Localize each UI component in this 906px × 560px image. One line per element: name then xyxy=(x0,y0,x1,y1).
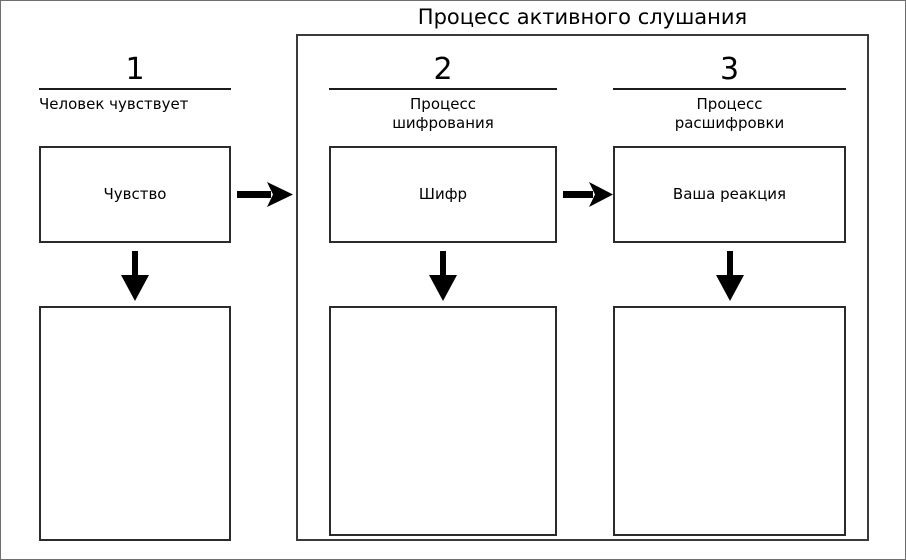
column-rule-3 xyxy=(613,88,846,90)
box-your-reaction[interactable]: Ваша реакция xyxy=(613,146,846,243)
page-title: Процесс активного слушания xyxy=(417,5,748,29)
arrow-down-icon-3 xyxy=(714,251,746,301)
arrow-right-icon-2 xyxy=(563,181,615,209)
box-answer-3[interactable] xyxy=(613,306,846,536)
box-answer-1[interactable] xyxy=(39,306,231,541)
column-header-3: 3 Процесс расшифровки xyxy=(613,53,846,133)
box-feeling[interactable]: Чувство xyxy=(39,146,231,243)
box-cipher[interactable]: Шифр xyxy=(329,146,557,243)
column-rule-1 xyxy=(39,88,231,90)
column-subtitle-1: Человек чувствует xyxy=(39,95,189,113)
box-your-reaction-label: Ваша реакция xyxy=(672,185,787,203)
box-feeling-label: Чувство xyxy=(103,185,167,203)
column-subtitle-3: Процесс расшифровки xyxy=(674,95,785,132)
arrow-down-icon-2 xyxy=(427,251,459,301)
column-subtitle-2: Процесс шифрования xyxy=(392,95,494,132)
box-answer-2[interactable] xyxy=(329,306,557,536)
column-rule-2 xyxy=(329,88,557,90)
encoding-decoding-frame xyxy=(296,34,869,541)
box-cipher-label: Шифр xyxy=(418,185,468,203)
column-number-1: 1 xyxy=(125,52,145,87)
arrow-right-icon-1 xyxy=(237,181,295,209)
column-number-3: 3 xyxy=(719,52,740,87)
column-number-2: 2 xyxy=(433,52,453,87)
column-header-1: 1 Человек чувствует xyxy=(39,53,231,114)
column-header-2: 2 Процесс шифрования xyxy=(329,53,557,133)
arrow-down-icon-1 xyxy=(119,251,151,301)
